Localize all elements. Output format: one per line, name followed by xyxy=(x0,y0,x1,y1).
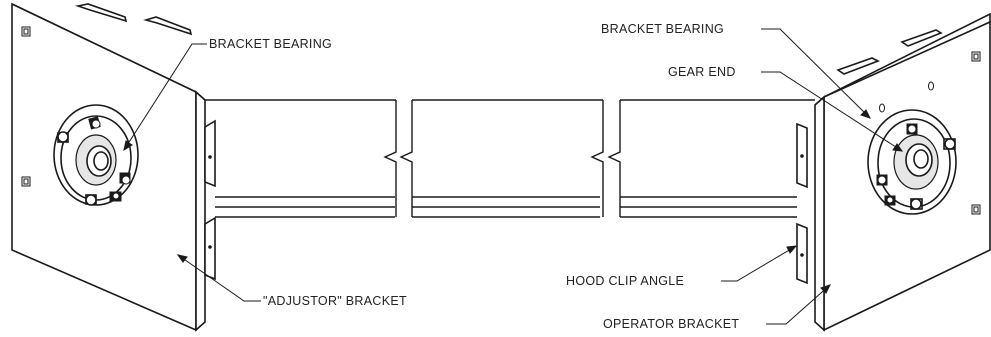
left-bearing-bolt-2 xyxy=(57,131,69,143)
left-bearing-bolt-5 xyxy=(109,191,122,202)
left-bracket-bearing xyxy=(53,104,139,206)
right-plate-hole-2 xyxy=(879,103,885,113)
right-top-tab-1 xyxy=(836,57,880,75)
right-bearing-bolt-4 xyxy=(884,195,896,206)
hood-clip-angles xyxy=(204,119,808,285)
left-slot-top xyxy=(21,26,31,37)
right-plate-hole-1 xyxy=(928,81,934,91)
right-slot-bottom xyxy=(971,204,981,215)
hood-clip-left-top xyxy=(204,119,216,188)
left-top-tab-2 xyxy=(143,16,193,36)
label-gear-end: GEAR END xyxy=(668,65,736,79)
right-slot-top xyxy=(971,51,981,62)
leader-lines xyxy=(123,28,904,325)
beam-rails xyxy=(205,99,815,218)
right-plate-side-edge xyxy=(814,95,825,332)
break-line-1b xyxy=(399,100,413,217)
left-bearing-bolt-3 xyxy=(119,172,131,185)
label-bracket-bearing-left: BRACKET BEARING xyxy=(209,37,332,51)
left-bearing-bolt-4 xyxy=(85,194,97,206)
right-bracket-bearing xyxy=(867,109,957,215)
right-top-tab-2 xyxy=(900,29,943,47)
left-top-tab-1 xyxy=(74,3,128,23)
break-line-1a xyxy=(383,100,397,217)
right-bearing-bolt-3 xyxy=(876,174,888,186)
left-bearing-bolt-1 xyxy=(88,116,101,130)
right-bearing-bolt-5 xyxy=(910,198,923,210)
break-line-2a xyxy=(590,100,604,217)
label-bracket-bearing-right: BRACKET BEARING xyxy=(601,22,724,36)
left-plate-side-edge xyxy=(195,90,206,332)
left-slot-bottom xyxy=(21,176,31,187)
left-adjustor-bracket xyxy=(11,2,206,332)
right-operator-bracket xyxy=(814,12,991,332)
label-operator-bracket: OPERATOR BRACKET xyxy=(603,317,739,331)
label-hood-clip-angle: HOOD CLIP ANGLE xyxy=(566,274,684,288)
right-bearing-bolt-2 xyxy=(943,138,956,150)
right-bearing-bolt-1 xyxy=(906,123,918,135)
label-adjustor-bracket: "ADJUSTOR" BRACKET xyxy=(263,294,407,308)
break-line-2b xyxy=(607,100,621,217)
